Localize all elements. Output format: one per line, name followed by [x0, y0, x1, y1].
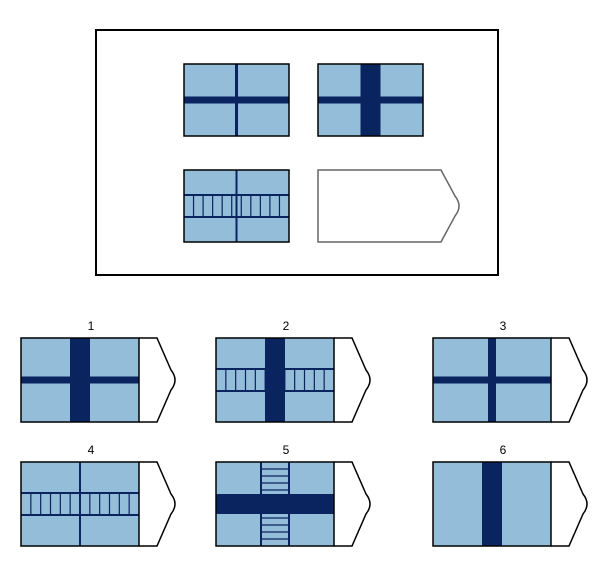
panel-outline [183, 169, 290, 243]
option-label: 6 [500, 443, 507, 457]
panel-outline [183, 63, 290, 137]
option-label: 4 [88, 443, 95, 457]
arrow-tail-shape [423, 169, 460, 243]
matrix-cell-2 [317, 63, 424, 137]
option-5[interactable] [215, 461, 371, 547]
matrix-cell-3 [183, 169, 290, 243]
panel-outline [20, 461, 140, 547]
panel-outline [20, 337, 140, 423]
vertical-bar-thick [360, 64, 381, 136]
option-1[interactable] [20, 337, 176, 423]
option-label: 5 [283, 443, 290, 457]
panel-outline [432, 461, 552, 547]
answer-options: 1 2 3 4 5 6 [20, 319, 588, 547]
option-2[interactable] [215, 337, 371, 423]
vertical-bar-thin [488, 338, 496, 422]
panel-outline [215, 337, 335, 423]
option-label: 1 [88, 319, 95, 333]
option-4[interactable] [20, 461, 176, 547]
vertical-bar-thick [70, 338, 90, 422]
vertical-bar-thick [265, 338, 285, 422]
panel-outline [317, 63, 424, 137]
option-label: 3 [500, 319, 507, 333]
matrix-cell-missing [317, 169, 460, 243]
arrow-tail-shape [551, 461, 588, 547]
empty-body [318, 170, 423, 242]
arrow-tail-shape [551, 337, 588, 423]
arrow-tail-shape [334, 337, 371, 423]
arrow-tail-shape [334, 461, 371, 547]
option-label: 2 [283, 319, 290, 333]
matrix-cell-1 [183, 63, 290, 137]
panel-outline [432, 337, 552, 423]
panel-outline [215, 461, 335, 547]
matrix [183, 63, 460, 243]
empty-outline [317, 169, 423, 243]
horizontal-bar-thick [216, 494, 334, 514]
vertical-line-thin [235, 64, 238, 136]
vertical-bar-thick [482, 462, 502, 546]
option-3[interactable] [432, 337, 588, 423]
arrow-tail-shape [139, 337, 176, 423]
arrow-tail-shape [139, 461, 176, 547]
option-6[interactable] [432, 461, 588, 547]
